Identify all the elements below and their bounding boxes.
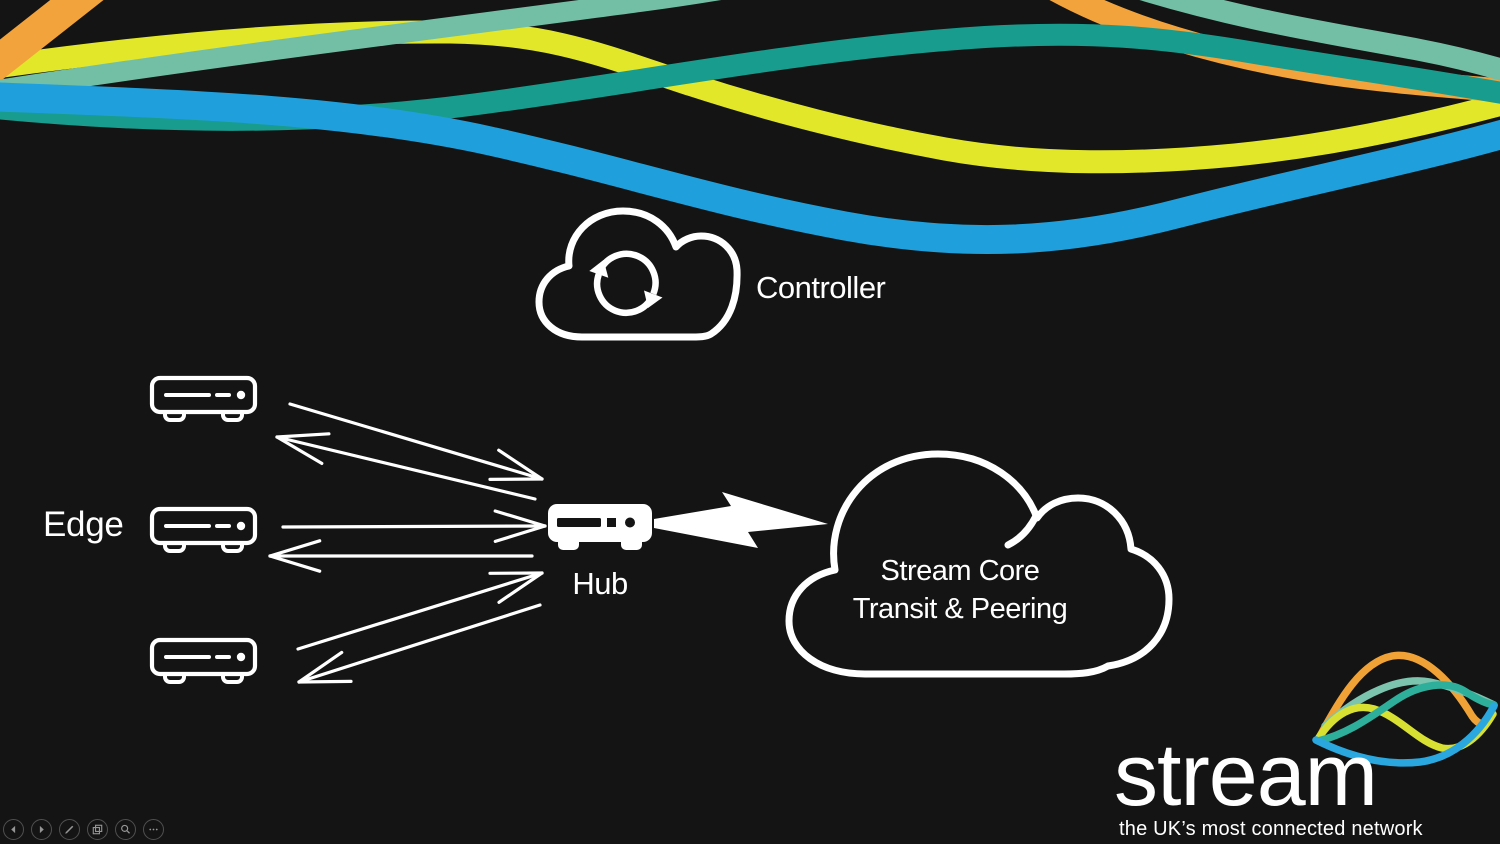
- logo-wave-blue: [1312, 702, 1498, 767]
- edge-device-3-icon: [152, 640, 255, 682]
- hub-label: Hub: [572, 566, 628, 601]
- slideshow-toolbar: [3, 819, 164, 840]
- previous-icon: [7, 823, 20, 836]
- previous-slide-button[interactable]: [3, 819, 24, 840]
- ribbon-sage-right: [1139, 0, 1500, 81]
- core-cloud-line2: Transit & Peering: [852, 593, 1068, 625]
- stream-tagline: the UK’s most connected network: [1119, 818, 1423, 840]
- edge-device-1-icon: [152, 378, 255, 420]
- stream-logo-mark: [1312, 651, 1498, 767]
- core-cloud-label: Stream Core Transit & Peering: [810, 552, 1110, 628]
- arrow-edge1-to-hub: [288, 402, 544, 481]
- stream-wordmark: stream: [1114, 725, 1378, 824]
- pen-icon: [63, 823, 76, 836]
- lightning-bolt-link: [654, 492, 828, 548]
- core-cloud-inner-arc: [1004, 512, 1040, 549]
- arrow-hub-to-edge2: [268, 539, 534, 573]
- hub-device-icon: [548, 504, 652, 550]
- more-options-button[interactable]: [143, 819, 164, 840]
- logo-wave-teal: [1314, 681, 1498, 745]
- slides-grid-icon: [91, 823, 104, 836]
- next-slide-button[interactable]: [31, 819, 52, 840]
- see-all-slides-button[interactable]: [87, 819, 108, 840]
- arrow-hub-to-edge3: [297, 603, 542, 684]
- edge-device-2-icon: [152, 509, 255, 551]
- arrow-edge3-to-hub: [296, 571, 544, 651]
- arrow-hub-to-edge1: [275, 432, 537, 501]
- next-icon: [35, 823, 48, 836]
- arrow-group: [268, 402, 547, 684]
- edge-label: Edge: [43, 505, 124, 544]
- ellipsis-icon: [147, 823, 160, 836]
- controller-label: Controller: [756, 270, 886, 305]
- core-cloud-line1: Stream Core: [880, 555, 1040, 587]
- core-cloud: [785, 450, 1173, 678]
- pen-tool-button[interactable]: [59, 819, 80, 840]
- arrow-edge2-to-hub: [281, 509, 547, 544]
- ribbon-blue: [0, 82, 1500, 255]
- ribbon-group: [0, 0, 1500, 255]
- magnifier-icon: [119, 823, 132, 836]
- hub-foot-left: [558, 540, 579, 550]
- ribbon-sage-left: [0, 0, 722, 100]
- ribbon-orange-left: [0, 0, 104, 82]
- zoom-slide-button[interactable]: [115, 819, 136, 840]
- sync-icon: [589, 250, 663, 317]
- logo-wave-orange: [1314, 651, 1488, 744]
- hub-foot-right: [621, 540, 642, 550]
- controller-cloud: [535, 207, 741, 341]
